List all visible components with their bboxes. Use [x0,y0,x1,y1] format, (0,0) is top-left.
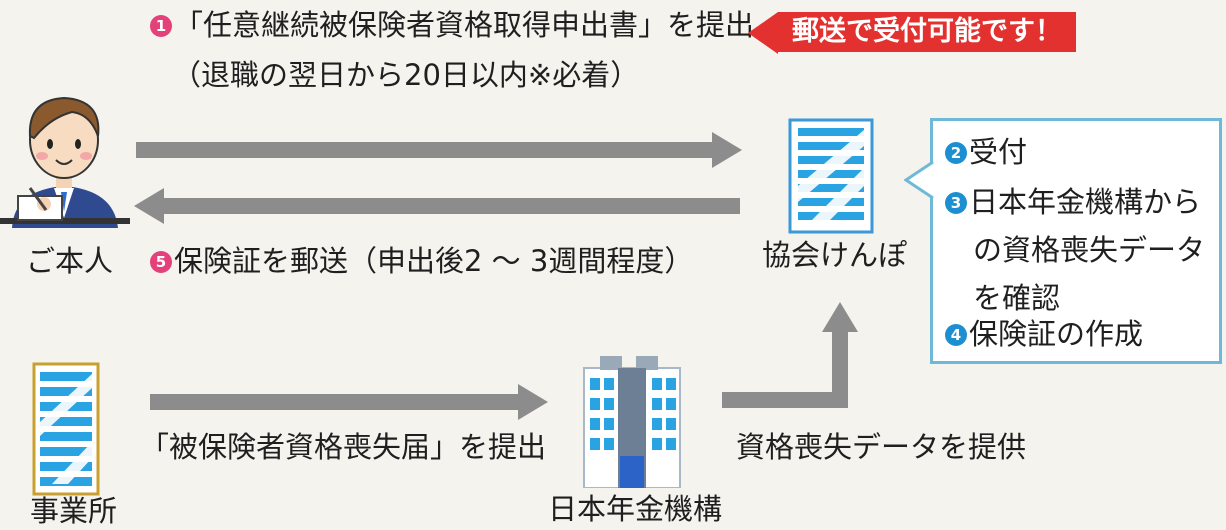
callout-pointer [903,160,937,204]
badge-pointer [748,12,778,54]
kyokai-building-icon [786,116,876,240]
callout-line-3: の資格喪失データ [973,233,1206,267]
step1-text: 「任意継続被保険者資格取得申出書」を提出 [174,8,755,42]
step1-sub: （退職の翌日から20日以内※必着） [172,58,640,92]
office-label: 事業所 [30,494,118,528]
callout-text-1: 受付 [969,135,1028,169]
data-provide-arrow-head [822,302,858,332]
step1-label: 1「任意継続被保険者資格取得申出書」を提出 [150,8,754,43]
office-building-icon [32,362,100,500]
submit-arrow-shaft [136,142,716,158]
callout-text-2: 日本年金機構から [969,185,1202,219]
callout-line-4: を確認 [973,281,1061,315]
loss-report-arrow-shaft [150,394,522,410]
data-provide-arrow-vertical [832,330,848,408]
mail-back-arrow-head [134,188,164,224]
step-number-5: 5 [150,251,172,273]
step-number-3: 3 [945,192,967,214]
pension-building-icon [574,354,690,492]
callout-text-5: 保険証の作成 [969,317,1144,351]
step5-text: 保険証を郵送（申出後2 ～ 3週間程度） [174,244,694,278]
step-number-1: 1 [150,15,172,37]
loss-report-arrow-head [518,384,548,420]
pension-label: 日本年金機構 [548,492,723,526]
office-action-label: 「被保険者資格喪失届」を提出 [140,430,547,464]
submit-arrow-head [712,132,742,168]
data-provide-arrow-horizontal [722,392,848,408]
kyokai-label: 協会けんぽ [762,238,908,272]
person-label: ご本人 [26,244,114,278]
mail-accepted-badge: 郵送で受付可能です！ [778,12,1076,53]
step-number-2: 2 [945,142,967,164]
step-number-4: 4 [945,324,967,346]
person-writing-icon [0,78,130,242]
mail-back-arrow-shaft [162,198,740,214]
pension-action-label: 資格喪失データを提供 [736,430,1027,464]
